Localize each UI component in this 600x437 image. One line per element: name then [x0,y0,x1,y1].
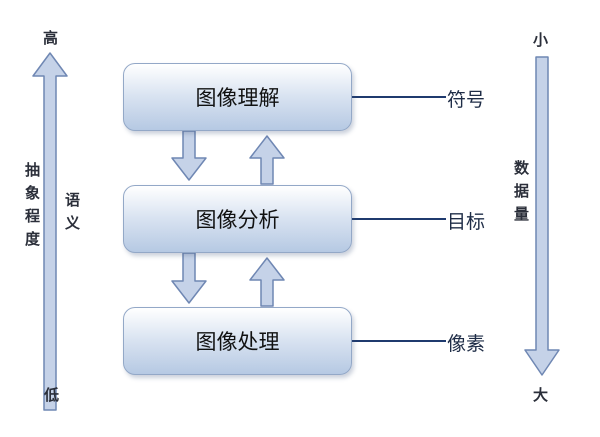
right-down-arrow [524,56,560,376]
image-analysis-box: 图像分析 [123,185,352,253]
pixel-label: 像素 [447,333,486,355]
data-amount-label: 数据量 [512,160,530,229]
abstraction-level-label: 抽象程度 [23,162,41,254]
low-label: 低 [44,386,60,404]
left-up-arrow [32,52,68,411]
symbol-label: 符号 [447,89,486,111]
image-understanding-box: 图像理解 [123,63,352,131]
down-arrow-understanding-to-analysis [171,130,207,181]
down-arrow-analysis-to-processing [171,252,207,304]
semantics-label: 语义 [63,192,81,238]
large-label: 大 [533,386,549,404]
small-label: 小 [533,31,549,49]
up-arrow-analysis-to-understanding [249,135,285,185]
image-processing-box: 图像处理 [123,307,352,375]
high-label: 高 [43,29,59,47]
up-arrow-processing-to-analysis [249,257,285,307]
object-label: 目标 [447,211,486,233]
